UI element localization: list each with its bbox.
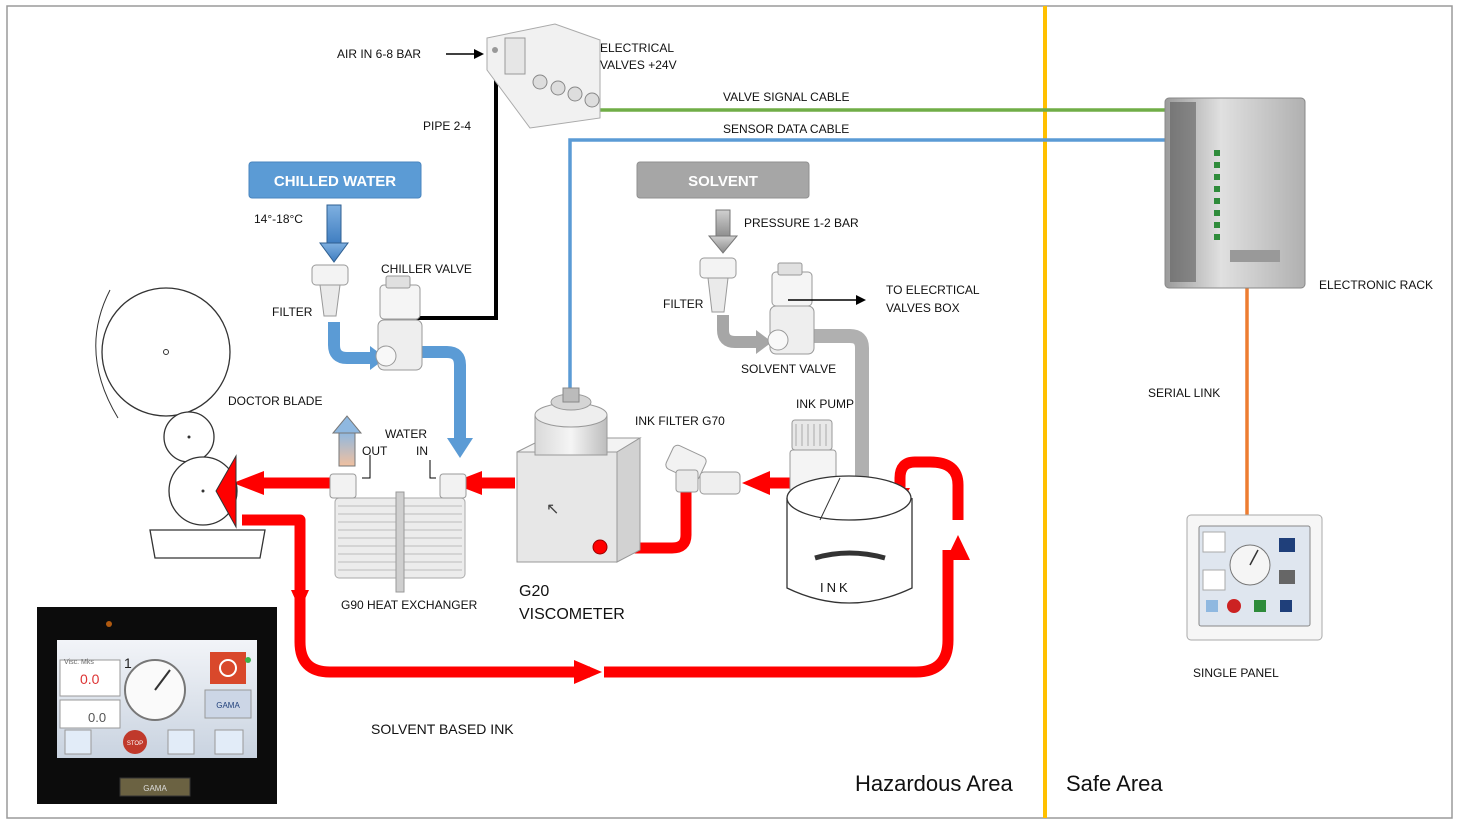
serial-link-label: SERIAL LINK xyxy=(1148,386,1220,400)
ink-tank xyxy=(786,475,913,604)
hazardous-area-label: Hazardous Area xyxy=(855,771,1014,796)
panel-brand-screen: GAMA xyxy=(216,701,240,710)
temp-range-label: 14°-18°C xyxy=(254,212,303,226)
heat-exchanger-label: G90 HEAT EXCHANGER xyxy=(341,598,478,612)
solvent-title: SOLVENT xyxy=(688,173,758,190)
diagram-frame xyxy=(6,5,1453,819)
panel-brand: GAMA xyxy=(143,784,167,793)
single-panel xyxy=(1186,514,1323,641)
electronic-rack xyxy=(1164,97,1306,289)
chilled-water-title: CHILLED WATER xyxy=(274,173,396,190)
printing-rollers xyxy=(95,287,266,559)
electronic-rack-label: ELECTRONIC RACK xyxy=(1319,278,1433,292)
solvent-valve-label: SOLVENT VALVE xyxy=(741,362,836,376)
svg-text:↖: ↖ xyxy=(546,501,559,518)
water-out-label: OUT xyxy=(362,444,388,458)
panel-value-bottom: 0.0 xyxy=(88,710,106,725)
doctor-blade xyxy=(215,454,237,529)
solvent-valve xyxy=(767,262,815,355)
chiller-valve xyxy=(375,275,423,371)
water-out-pointer xyxy=(362,455,371,479)
sensor-data-cable xyxy=(568,138,1165,395)
heat-exchanger xyxy=(329,473,467,593)
water-in-pointer xyxy=(429,460,436,479)
panel-gauge-number: 1 xyxy=(124,655,132,671)
viscometer-label-2: VISCOMETER xyxy=(519,606,625,623)
safe-area-label: Safe Area xyxy=(1066,771,1163,796)
air-pipe xyxy=(388,75,498,320)
sensor-data-cable-label: SENSOR DATA CABLE xyxy=(723,122,849,136)
panel-stop-label: STOP xyxy=(127,741,143,747)
water-out-arrow xyxy=(331,415,363,467)
filter-left-label: FILTER xyxy=(272,305,313,319)
electrical-valves-label-2: VALVES +24V xyxy=(600,58,677,72)
to-valves-label-2: VALVES BOX xyxy=(886,301,960,315)
water-label: WATER xyxy=(385,427,427,441)
filter-right xyxy=(699,257,737,313)
water-flow xyxy=(319,204,473,458)
valve-signal-cable-label: VALVE SIGNAL CABLE xyxy=(723,90,850,104)
panel-visc-label: Visc. Mks xyxy=(64,659,94,666)
single-panel-label: SINGLE PANEL xyxy=(1193,666,1279,680)
electrical-valves-label-1: ELECTRICAL xyxy=(600,41,674,55)
ink-filter-label: INK FILTER G70 xyxy=(635,414,725,428)
water-in-label: IN xyxy=(416,444,428,458)
ink-flow-lines xyxy=(242,456,964,678)
ink-pump-label: INK PUMP xyxy=(796,397,854,411)
air-in-arrowhead xyxy=(474,49,484,59)
chilled-water-box: CHILLED WATER xyxy=(248,161,422,199)
solvent-box: SOLVENT xyxy=(636,161,810,199)
filter-right-label: FILTER xyxy=(663,297,704,311)
g20-viscometer: ↖ xyxy=(516,387,642,563)
air-in-label: AIR IN 6-8 BAR xyxy=(337,47,421,61)
pipe-label: PIPE 2-4 xyxy=(423,119,471,133)
ink-tank-label: INK xyxy=(820,580,851,595)
ink-filter-g70 xyxy=(665,444,741,495)
solvent-based-ink-label: SOLVENT BASED INK xyxy=(371,721,514,737)
filter-left xyxy=(311,264,349,317)
chiller-valve-label: CHILLER VALVE xyxy=(381,262,472,276)
to-valves-arrowhead xyxy=(856,295,866,305)
to-valves-label-1: TO ELECRTICAL xyxy=(886,283,980,297)
panel-value-top: 0.0 xyxy=(80,671,100,687)
pressure-label: PRESSURE 1-2 BAR xyxy=(744,216,859,230)
electrical-valves-block xyxy=(486,23,601,129)
viscometer-label-1: G20 xyxy=(519,583,549,600)
doctor-blade-label: DOCTOR BLADE xyxy=(228,394,322,408)
control-panel-photo xyxy=(37,607,277,804)
